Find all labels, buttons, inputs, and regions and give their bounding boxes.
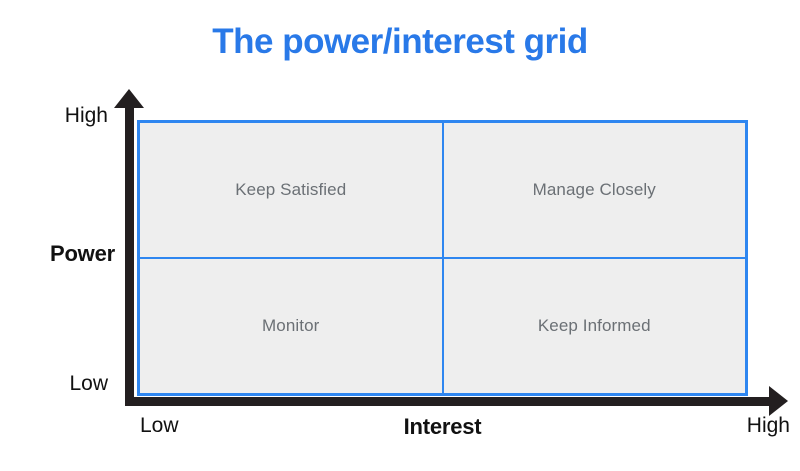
quadrant-label: Manage Closely bbox=[532, 180, 656, 199]
x-axis-tick-low: Low bbox=[140, 414, 179, 437]
power-interest-matrix: Keep Satisfied Manage Closely Monitor Ke… bbox=[137, 120, 748, 396]
x-axis-line bbox=[125, 397, 771, 406]
y-axis-title: Power bbox=[49, 241, 115, 266]
y-axis-tick-high: High bbox=[64, 104, 108, 127]
arrow-up-icon bbox=[114, 89, 144, 108]
arrow-right-icon bbox=[769, 386, 788, 416]
quadrant-label: Keep Informed bbox=[537, 316, 651, 335]
quadrant-keep-informed: Keep Informed bbox=[442, 258, 745, 393]
x-axis-title: Interest bbox=[403, 414, 482, 439]
quadrant-label: Monitor bbox=[262, 316, 320, 335]
quadrant-monitor: Monitor bbox=[140, 258, 443, 393]
quadrant-manage-closely: Manage Closely bbox=[442, 123, 745, 258]
y-axis-line bbox=[125, 104, 134, 406]
y-axis-tick-low: Low bbox=[69, 372, 108, 395]
x-axis-tick-high: High bbox=[746, 414, 790, 437]
quadrant-label: Keep Satisfied bbox=[235, 180, 347, 199]
page-title: The power/interest grid bbox=[212, 22, 588, 61]
quadrant-keep-satisfied: Keep Satisfied bbox=[140, 123, 443, 258]
